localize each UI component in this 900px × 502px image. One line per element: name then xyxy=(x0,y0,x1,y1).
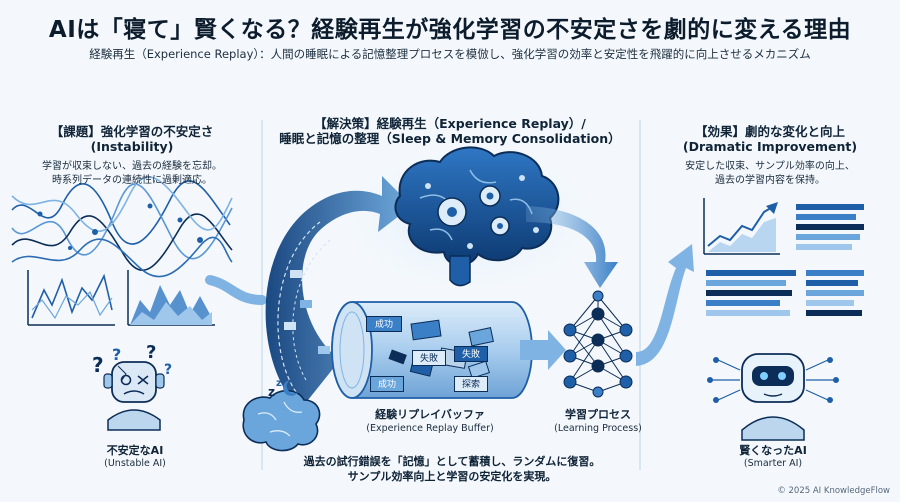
stable-progress-chart-icon xyxy=(706,270,864,316)
svg-text:z: z xyxy=(276,378,282,389)
memory-card-success-2: 成功 xyxy=(370,376,404,392)
copyright: © 2025 AI KnowledgeFlow xyxy=(777,486,890,496)
page-subtitle: 経験再生（Experience Replay）：人間の睡眠による記憶整理プロセス… xyxy=(89,47,811,61)
smart-robot-icon xyxy=(707,353,839,441)
growth-chart-icon xyxy=(703,198,780,255)
chaotic-data-icon xyxy=(11,176,233,278)
solution-title-2: 睡眠と記憶の整理（Sleep & Memory Consolidation） xyxy=(279,131,621,146)
learning-process-label: 学習プロセス xyxy=(565,408,631,421)
unstable-chart-icon xyxy=(27,270,115,326)
effect-desc-1: 安定した収束、サンプル効率の向上、 xyxy=(685,161,855,172)
unstable-ai-label-en: (Unstable AI) xyxy=(104,458,166,469)
problem-title: 【課題】強化学習の不安定さ xyxy=(50,124,214,139)
svg-text:?: ? xyxy=(146,342,156,363)
svg-text:?: ? xyxy=(112,345,121,364)
sleeping-brain-icon: z z xyxy=(242,378,321,452)
memory-card-failure: 失敗 xyxy=(412,350,446,366)
smart-ai-label-en: (Smarter AI) xyxy=(743,458,803,469)
replay-buffer-label-en: (Experience Replay Buffer) xyxy=(366,423,494,434)
replay-flow-arrow xyxy=(265,176,412,410)
problem-title-en: (Instability) xyxy=(90,139,174,154)
svg-text:z: z xyxy=(268,385,275,399)
effect-title-en: (Dramatic Improvement) xyxy=(682,139,858,154)
effect-desc-2: 過去の学習内容を保持。 xyxy=(715,175,825,186)
memory-card-success: 成功 xyxy=(366,316,402,332)
solution-desc-2: サンプル効率向上と学習の安定化を実現。 xyxy=(347,470,557,483)
brain-gear-icon xyxy=(394,146,560,287)
memory-card-failure-2: 失敗 xyxy=(454,346,488,362)
solution-title: 【解決策】経験再生（Experience Replay）/ xyxy=(314,116,586,131)
unstable-robot-icon: ? ? ? ? xyxy=(92,342,172,431)
memory-card-explore: 探索 xyxy=(454,376,488,392)
effect-title: 【効果】劇的な変化と向上 xyxy=(694,124,845,139)
unstable-area-chart-icon xyxy=(127,270,215,326)
svg-text:?: ? xyxy=(92,353,104,377)
learning-process-label-en: (Learning Process) xyxy=(554,423,642,434)
page-title: AIは「寝て」賢くなる？経験再生が強化学習の不安定さを劇的に変える理由 xyxy=(48,17,852,43)
solution-desc-1: 過去の試行錯誤を「記憶」として蓄積し、ランダムに復習。 xyxy=(303,455,601,468)
neural-network-icon xyxy=(563,290,633,398)
unstable-ai-label: 不安定なAI xyxy=(106,444,164,457)
problem-desc-2: 時系列データの連続性に過剰適応。 xyxy=(52,175,212,186)
replay-buffer-label: 経験リプレイバッファ xyxy=(375,408,485,421)
stable-bar-chart-icon xyxy=(796,204,864,250)
smart-ai-label: 賢くなったAI xyxy=(739,444,807,457)
problem-desc-1: 学習が収束しない、過去の経験を忘却。 xyxy=(42,161,222,172)
svg-text:?: ? xyxy=(164,362,172,378)
